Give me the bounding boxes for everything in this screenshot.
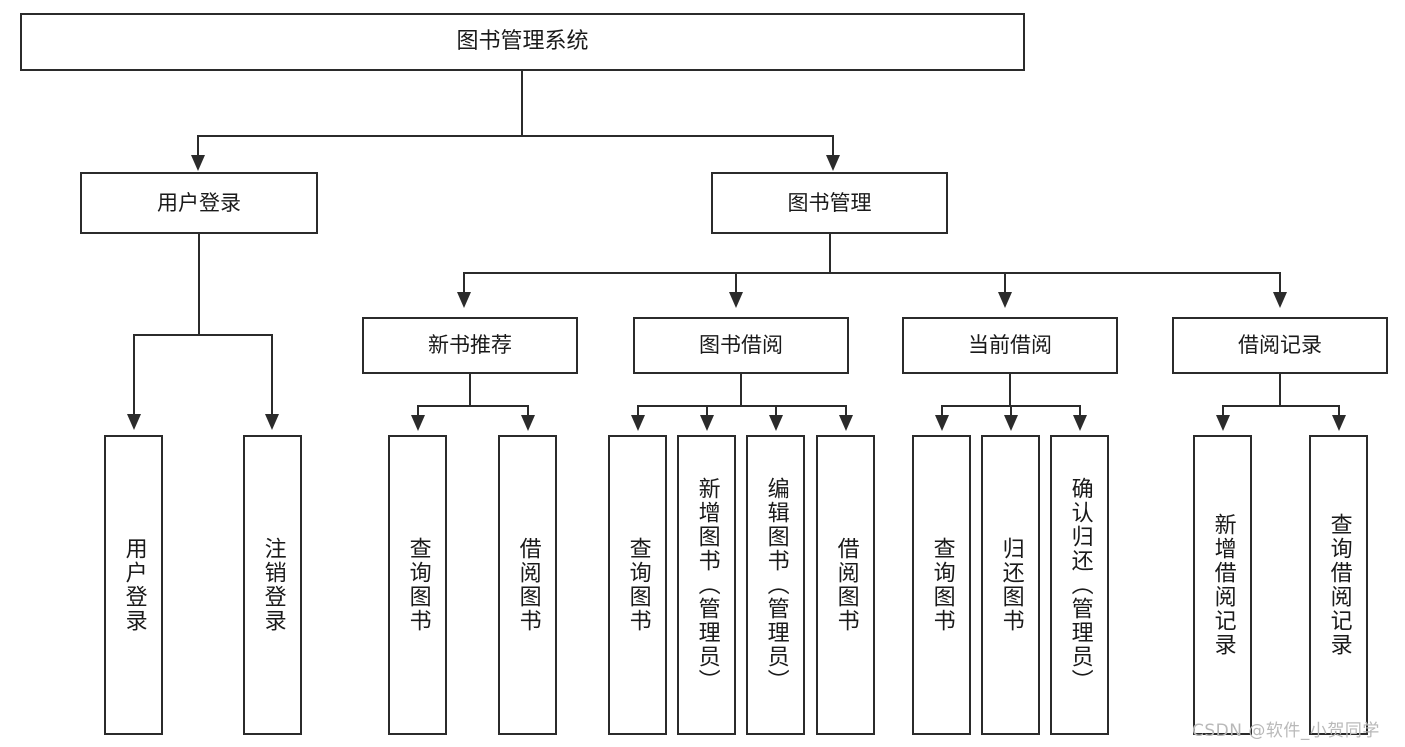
arrowhead-icon-current-borrow-leaf-1 [935,415,949,431]
node-label: 新书推荐 [428,333,512,358]
edge-user-login-stem [198,234,200,335]
arrowhead-icon-bm-new-book [457,292,471,308]
node-label: 图书借阅 [699,333,783,358]
leaf-borrow-book[interactable]: 借阅图书 [816,435,875,735]
arrowhead-icon-new-book-leaf-1 [411,415,425,431]
node-label: 图书管理系统 [456,29,589,55]
node-user-login[interactable]: 用户登录 [80,172,318,234]
arrowhead-icon-user-login-leaf-1 [127,414,141,430]
leaf-borrow-book-recommend[interactable]: 借阅图书 [498,435,557,735]
arrowhead-icon-book-borrow-leaf-4 [839,415,853,431]
edge-borrow-record-to-leaf-1 [1222,405,1224,417]
arrowhead-icon-book-borrow-leaf-3 [769,415,783,431]
edge-root-stem [521,71,523,136]
edge-user-login-to-leaf-2 [271,334,273,416]
edge-book-borrow-to-leaf-2 [706,405,708,417]
edge-book-management-stem [829,234,831,273]
edge-new-book-to-leaf-1 [417,405,419,417]
watermark-text: CSDN @软件_小贺同学 [1192,721,1380,741]
edge-new-book-bus [417,405,529,407]
node-label: 用户登录 [121,537,147,633]
edge-bm-to-current-borrow [1004,272,1006,295]
arrowhead-icon-user-login-leaf-2 [265,414,279,430]
node-label: 注销登录 [260,537,286,633]
arrowhead-icon-root-to-book-management [826,155,840,171]
edge-book-borrow-to-leaf-3 [775,405,777,417]
leaf-logout[interactable]: 注销登录 [243,435,302,735]
leaf-return-book[interactable]: 归还图书 [981,435,1040,735]
leaf-edit-book-admin[interactable]: 编辑图书（管理员） [746,435,805,735]
node-label: 用户登录 [157,190,241,215]
node-label: 查询借阅记录 [1326,513,1352,657]
edge-root-bus [197,135,834,137]
edge-bm-to-book-borrow [735,272,737,295]
leaf-query-book-recommend[interactable]: 查询图书 [388,435,447,735]
arrowhead-icon-book-borrow-leaf-2 [700,415,714,431]
edge-root-to-user-login [197,135,199,157]
arrowhead-icon-new-book-leaf-2 [521,415,535,431]
edge-bm-to-new-book [463,272,465,295]
edge-book-borrow-stem [740,374,742,406]
node-borrow-record[interactable]: 借阅记录 [1172,317,1388,374]
leaf-query-book-current[interactable]: 查询图书 [912,435,971,735]
node-label: 图书管理 [787,190,872,215]
edge-user-login-to-leaf-1 [133,334,135,416]
edge-book-borrow-bus [637,405,847,407]
edge-new-book-stem [469,374,471,406]
leaf-query-borrow-record[interactable]: 查询借阅记录 [1309,435,1368,735]
edge-borrow-record-to-leaf-2 [1338,405,1340,417]
edge-current-borrow-stem [1009,374,1011,406]
node-label: 借阅记录 [1238,333,1322,358]
node-root-book-management-system[interactable]: 图书管理系统 [20,13,1025,71]
arrowhead-icon-book-borrow-leaf-1 [631,415,645,431]
leaf-query-book-borrow[interactable]: 查询图书 [608,435,667,735]
arrowhead-icon-bm-book-borrow [729,292,743,308]
arrowhead-icon-bm-borrow-record [1273,292,1287,308]
leaf-user-login[interactable]: 用户登录 [104,435,163,735]
arrowhead-icon-borrow-record-leaf-1 [1216,415,1230,431]
arrowhead-icon-current-borrow-leaf-3 [1073,415,1087,431]
node-book-borrow[interactable]: 图书借阅 [633,317,849,374]
edge-borrow-record-stem [1279,374,1281,406]
leaf-add-book-admin[interactable]: 新增图书（管理员） [677,435,736,735]
node-label: 归还图书 [998,537,1024,633]
edge-borrow-record-bus [1222,405,1340,407]
node-label: 新增图书（管理员） [694,477,720,693]
edge-book-management-bus [463,272,1281,274]
edge-book-borrow-to-leaf-4 [845,405,847,417]
edge-new-book-to-leaf-2 [527,405,529,417]
node-label: 编辑图书（管理员） [763,477,789,693]
node-label: 确认归还（管理员） [1067,477,1093,693]
node-label: 借阅图书 [833,537,859,633]
leaf-confirm-return-admin[interactable]: 确认归还（管理员） [1050,435,1109,735]
edge-user-login-bus [133,334,273,336]
node-label: 当前借阅 [968,333,1052,358]
node-label: 查询图书 [625,537,651,633]
node-book-management[interactable]: 图书管理 [711,172,948,234]
arrowhead-icon-root-to-user-login [191,155,205,171]
edge-current-borrow-to-leaf-3 [1079,405,1081,417]
node-current-borrow[interactable]: 当前借阅 [902,317,1118,374]
arrowhead-icon-borrow-record-leaf-2 [1332,415,1346,431]
node-label: 查询图书 [929,537,955,633]
leaf-add-borrow-record[interactable]: 新增借阅记录 [1193,435,1252,735]
node-label: 新增借阅记录 [1210,513,1236,657]
node-new-book-recommend[interactable]: 新书推荐 [362,317,578,374]
edge-root-to-book-management [832,135,834,157]
edge-current-borrow-to-leaf-1 [941,405,943,417]
node-label: 借阅图书 [515,537,541,633]
edge-bm-to-borrow-record [1279,272,1281,295]
arrowhead-icon-bm-current-borrow [998,292,1012,308]
arrowhead-icon-current-borrow-leaf-2 [1004,415,1018,431]
edge-book-borrow-to-leaf-1 [637,405,639,417]
node-label: 查询图书 [405,537,431,633]
edge-current-borrow-to-leaf-2 [1010,405,1012,417]
